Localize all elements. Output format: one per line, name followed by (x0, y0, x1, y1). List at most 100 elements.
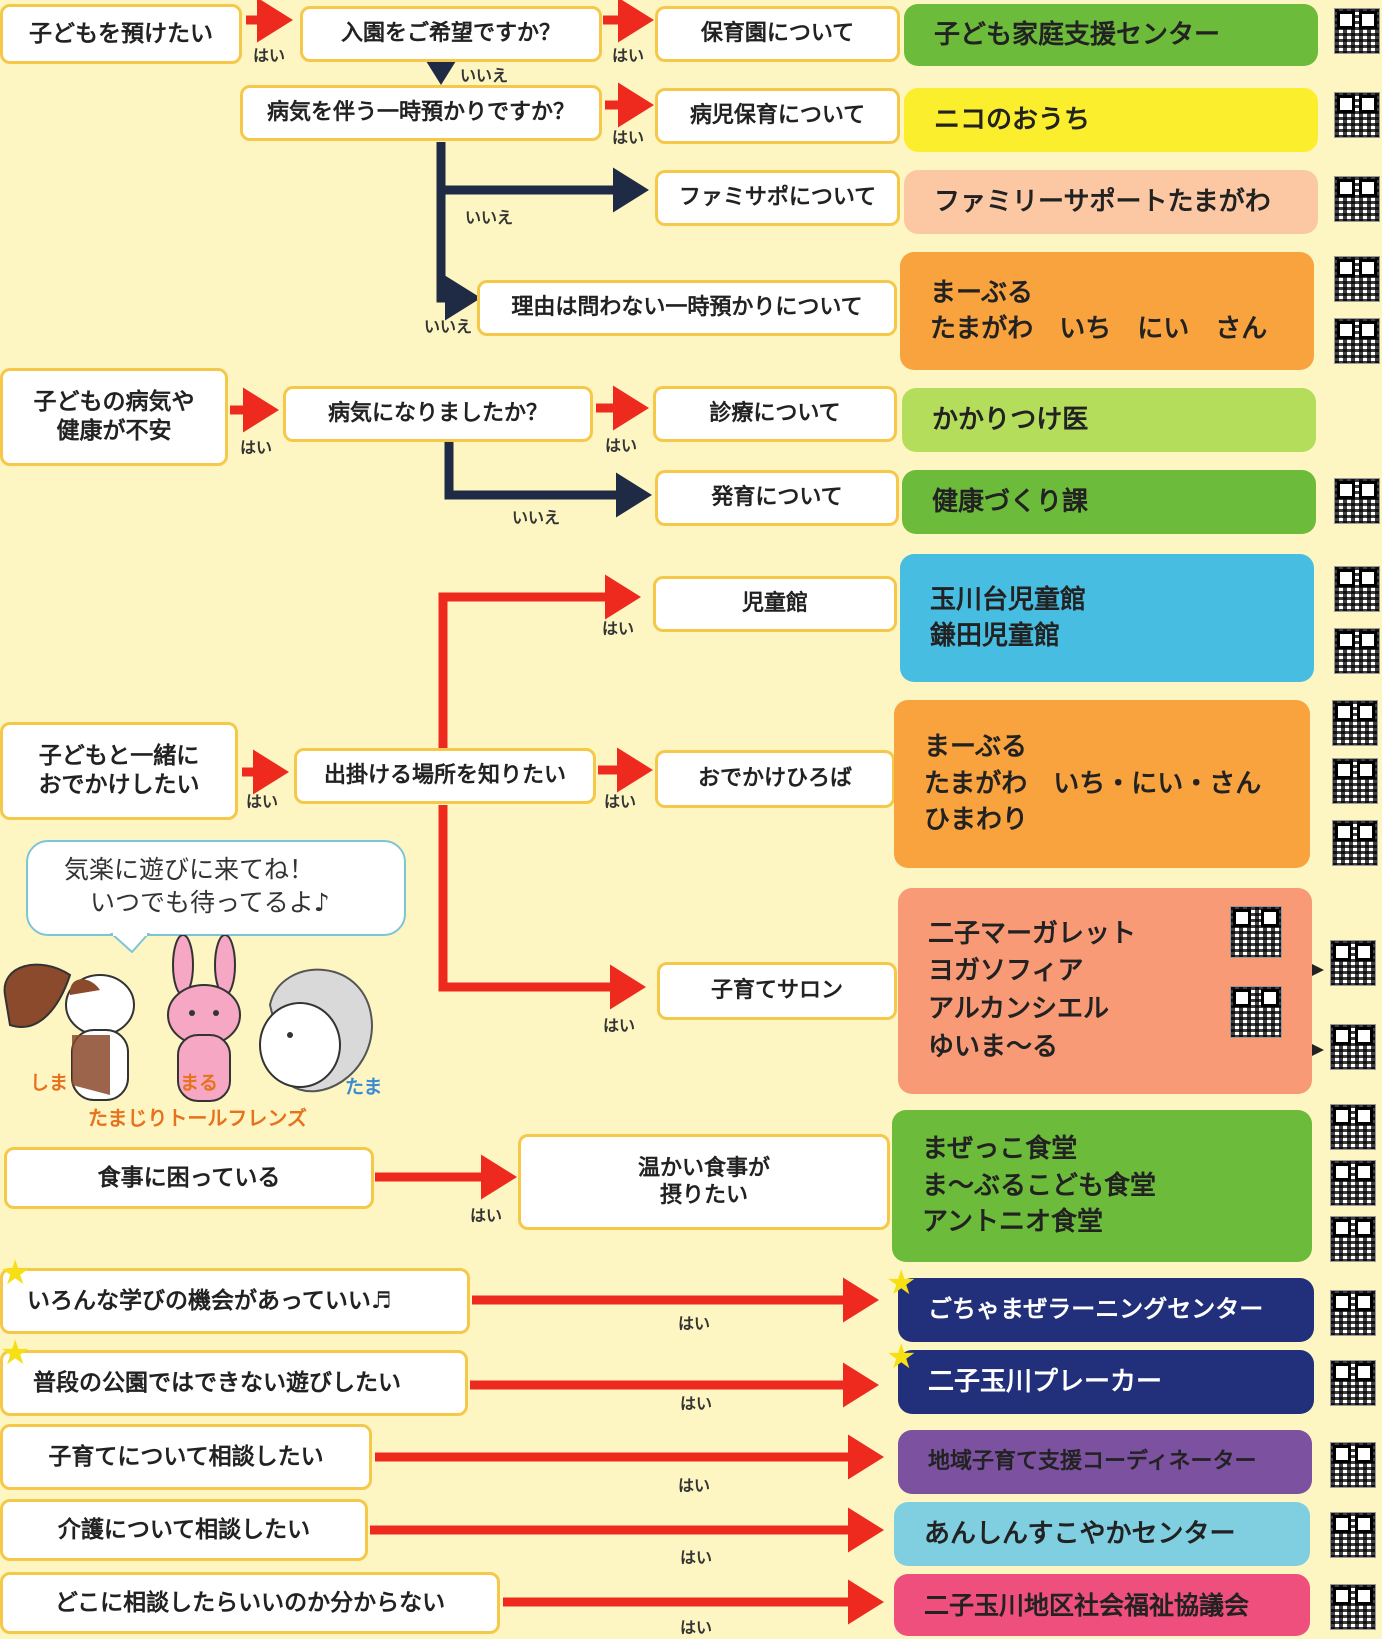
result-jidoukan: 玉川台児童館 鎌田児童館 (900, 554, 1314, 682)
yes-label: はい (246, 792, 279, 811)
result-kodomo-shokudou: まぜっこ食堂 ま～ぶるこども食堂 アントニオ食堂 (892, 1110, 1312, 1262)
result-text: 地域子育て支援コーディネーター (928, 1448, 1257, 1474)
result-marble-ichi-ni-san: まーぶる たまがわ いち にい さん (900, 252, 1314, 370)
result-text: ま～ぶるこども食堂 (922, 1170, 1157, 1201)
no-label: いいえ (424, 317, 473, 336)
rabbit-ear (214, 935, 236, 996)
question-11: 普段の公園ではできない遊びしたい (0, 1350, 468, 1416)
result-text: 子ども家庭支援センター (934, 19, 1221, 50)
result-text: 健康づくり課 (932, 486, 1089, 517)
topic-famisapo: ファミサポについて (655, 170, 900, 226)
result-chiiki-kosodate-coordinator: 地域子育て支援コーディネーター (898, 1430, 1312, 1494)
question-10: いろんな学びの機会があっていい♬ (0, 1268, 470, 1334)
yes-label: はい (680, 1394, 713, 1413)
qr-code-icon (1230, 986, 1282, 1038)
result-text: たまがわ いち・にい・さん (924, 768, 1262, 799)
topic-byouji-hoiku: 病児保育について (655, 88, 900, 144)
topic-shinryou: 診療について (653, 386, 897, 442)
question-13: 介護について相談したい (0, 1499, 368, 1561)
yes-label: はい (612, 128, 645, 147)
qr-code-icon (1330, 1024, 1376, 1070)
qr-code-icon (1334, 92, 1380, 138)
result-family-support: ファミリーサポートたまがわ (904, 170, 1318, 234)
question-8: 食事に困っている (4, 1147, 374, 1209)
result-text: たまがわ いち にい さん (930, 314, 1268, 344)
result-text: まぜっこ食堂 (922, 1134, 1078, 1165)
star-icon: ★ (886, 1263, 917, 1303)
yes-label: はい (678, 1476, 711, 1495)
result-text: ごちゃまぜラーニングセンター (928, 1295, 1264, 1324)
bubble-line-1: 気楽に遊びに来てね！ (64, 855, 315, 884)
topic-jidoukan: 児童館 (653, 576, 897, 632)
question-2: 入園をご希望ですか？ (300, 6, 602, 62)
star-icon: ★ (0, 1253, 31, 1293)
result-text: アントニオ食堂 (922, 1207, 1103, 1238)
question-4: 子どもの病気や 健康が不安 (0, 368, 228, 466)
result-text: ゆいま～る (928, 1031, 1059, 1062)
qr-code-icon (1230, 906, 1282, 958)
result-text: かかりつけ医 (932, 404, 1089, 435)
result-text: ひまわり (924, 805, 1029, 836)
result-text: 二子玉川プレーカー (928, 1366, 1163, 1397)
yes-label: はい (680, 1548, 713, 1567)
hedgehog-body (259, 1002, 341, 1088)
question-14: どこに相談したらいいのか分からない (0, 1572, 500, 1634)
topic-odekake-hiroba: おでかけひろば (655, 750, 895, 808)
result-shakai-fukushi-kyougikai: 二子玉川地区社会福祉協議会 (894, 1574, 1310, 1636)
star-icon: ★ (886, 1337, 917, 1377)
qr-code-icon (1334, 628, 1380, 674)
result-text: ヨガソフィア (928, 956, 1084, 987)
star-icon: ★ (0, 1333, 31, 1373)
qr-code-icon (1334, 566, 1380, 612)
qr-code-icon (1332, 820, 1378, 866)
qr-code-icon (1330, 940, 1376, 986)
yes-label: はい (240, 438, 273, 457)
characters-group-name: たまじりトールフレンズ (88, 1106, 307, 1130)
result-text: あんしんすこやかセンター (924, 1518, 1236, 1549)
topic-hoikuen: 保育園について (655, 6, 900, 62)
character-name-maru: まる (180, 1072, 219, 1094)
no-label: いいえ (460, 66, 509, 85)
qr-code-icon (1330, 1584, 1376, 1630)
rabbit-ear (172, 935, 194, 996)
result-text: アルカンシエル (928, 994, 1109, 1024)
result-text: ファミリーサポートたまがわ (934, 186, 1271, 217)
yes-label: はい (605, 436, 638, 455)
bubble-tail (110, 932, 150, 954)
bubble-line-2: いつでも待ってるよ♪ (90, 887, 330, 917)
qr-code-icon (1330, 1104, 1376, 1150)
qr-code-icon (1332, 700, 1378, 746)
question-5: 病気になりましたか？ (283, 386, 593, 442)
squirrel-tail (3, 963, 72, 1028)
result-text: 二子玉川地区社会福祉協議会 (924, 1590, 1250, 1620)
result-text: 二子マーガレット (928, 918, 1137, 949)
result-text: まーぶる (924, 732, 1027, 763)
question-7: 出掛ける場所を知りたい (294, 748, 596, 804)
result-text: 鎌田児童館 (930, 621, 1061, 651)
yes-label: はい (680, 1618, 713, 1637)
result-kakaritsuke-i: かかりつけ医 (902, 388, 1316, 452)
qr-code-icon (1334, 176, 1380, 222)
yes-label: はい (612, 46, 645, 65)
result-text: まーぶる (930, 277, 1033, 308)
result-gochamaze-learning-center: ごちゃまぜラーニングセンター (898, 1278, 1314, 1342)
qr-code-icon (1334, 318, 1380, 364)
qr-code-icon (1334, 8, 1380, 54)
qr-code-icon (1332, 758, 1378, 804)
no-label: いいえ (512, 508, 561, 527)
rabbit-body (177, 1034, 231, 1102)
topic-ichiji-azukari: 理由は問わない一時預かりについて (477, 280, 897, 336)
result-anshin-sukoyaka-center: あんしんすこやかセンター (894, 1502, 1310, 1566)
qr-code-icon (1330, 1290, 1376, 1336)
topic-kosodate-salon: 子育てサロン (657, 962, 897, 1020)
qr-code-icon (1330, 1160, 1376, 1206)
question-3: 病気を伴う一時預かりですか？ (240, 85, 602, 141)
speech-bubble: 気楽に遊びに来てね！ いつでも待ってるよ♪ (26, 840, 406, 936)
yes-label: はい (253, 46, 286, 65)
yes-label: はい (678, 1314, 711, 1333)
result-text: ニコのおうち (934, 104, 1091, 135)
result-futako-playcar: 二子玉川プレーカー (898, 1350, 1314, 1414)
qr-code-icon (1330, 1442, 1376, 1488)
qr-code-icon (1330, 1216, 1376, 1262)
question-6: 子どもと一緒に おでかけしたい (0, 722, 238, 820)
